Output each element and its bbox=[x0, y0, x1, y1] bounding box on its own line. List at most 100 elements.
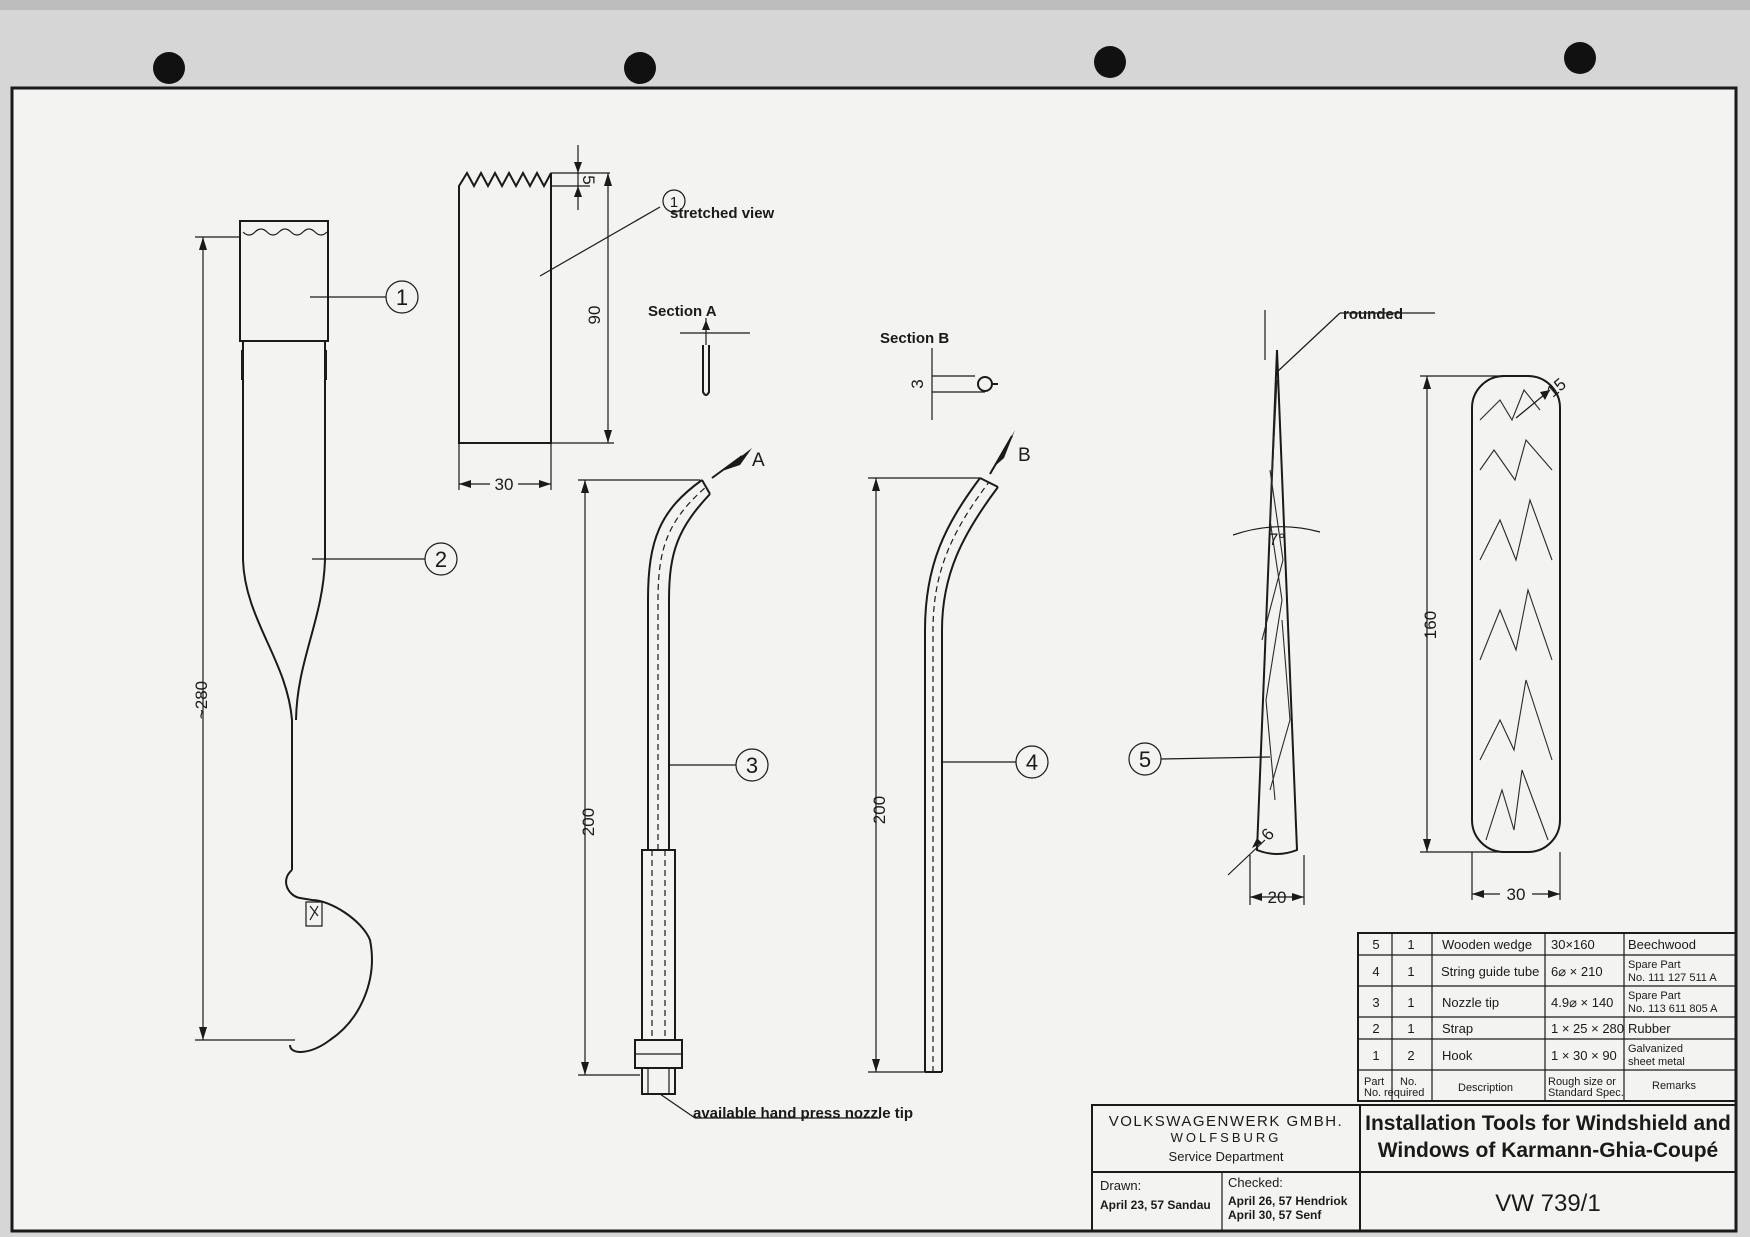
strap-length-label: ~280 bbox=[192, 681, 211, 719]
svg-text:6⌀ × 210: 6⌀ × 210 bbox=[1551, 964, 1603, 979]
svg-text:1: 1 bbox=[1372, 1048, 1379, 1063]
svg-text:5: 5 bbox=[1372, 937, 1379, 952]
drawn-label: Drawn: bbox=[1100, 1178, 1141, 1193]
rounded-label: rounded bbox=[1343, 306, 1403, 323]
section-b: Section B 3 bbox=[880, 330, 998, 420]
wedge-face-width-dimension: 30 bbox=[1471, 852, 1561, 904]
arrow-a-label: A bbox=[752, 450, 765, 471]
nozzle-tip-view: A bbox=[634, 448, 765, 1095]
nozzle-length-dimension: 200 bbox=[578, 479, 700, 1076]
table-row: 5 1 Wooden wedge 30×160 Beechwood bbox=[1372, 937, 1696, 952]
svg-text:30×160: 30×160 bbox=[1551, 937, 1595, 952]
table-row: 4 1 String guide tube 6⌀ × 210 Spare Par… bbox=[1372, 959, 1717, 984]
svg-text:3: 3 bbox=[908, 379, 927, 388]
drawing-number: VW 739/1 bbox=[1495, 1190, 1600, 1217]
svg-text:5: 5 bbox=[579, 175, 598, 184]
svg-text:Spare Part: Spare Part bbox=[1628, 990, 1681, 1002]
svg-text:Standard Spec.: Standard Spec. bbox=[1548, 1087, 1624, 1099]
wooden-wedge-face-view bbox=[1471, 375, 1561, 853]
svg-text:1: 1 bbox=[1407, 995, 1414, 1010]
arrow-b-label: B bbox=[1018, 445, 1031, 466]
company-name: VOLKSWAGENWERK GMBH. bbox=[1109, 1113, 1343, 1130]
tube-length-dimension: 200 bbox=[868, 477, 980, 1073]
svg-text:2: 2 bbox=[1372, 1021, 1379, 1036]
svg-text:Nozzle tip: Nozzle tip bbox=[1442, 995, 1499, 1010]
svg-text:sheet metal: sheet metal bbox=[1628, 1056, 1685, 1068]
svg-text:90: 90 bbox=[585, 306, 604, 325]
tooth-height-dimension: 5 bbox=[551, 145, 610, 210]
table-row: 2 1 Strap 1 × 25 × 280 Rubber bbox=[1372, 1021, 1671, 1036]
section-a-label: Section A bbox=[648, 303, 717, 320]
checked-value-1: April 26, 57 Hendriok bbox=[1228, 1194, 1348, 1208]
svg-text:Remarks: Remarks bbox=[1652, 1080, 1697, 1092]
svg-text:30: 30 bbox=[495, 475, 514, 494]
svg-text:4: 4 bbox=[1026, 750, 1038, 775]
svg-text:Beechwood: Beechwood bbox=[1628, 937, 1696, 952]
string-guide-tube-view: B bbox=[924, 430, 1031, 1073]
drawing-title-line-2: Windows of Karmann-Ghia-Coupé bbox=[1378, 1139, 1718, 1162]
svg-text:2: 2 bbox=[435, 547, 447, 572]
svg-text:Description: Description bbox=[1458, 1082, 1513, 1094]
title-block: VOLKSWAGENWERK GMBH. WOLFSBURG Service D… bbox=[1091, 1104, 1737, 1232]
callout-part-4: 4 bbox=[942, 745, 1049, 779]
company-city: WOLFSBURG bbox=[1171, 1130, 1282, 1145]
nozzle-note: available hand press nozzle tip bbox=[659, 1093, 913, 1122]
stretched-view-label: stretched view bbox=[670, 205, 775, 222]
callout-part-5: 5 bbox=[1128, 742, 1271, 776]
hook-stretched-view: 1 stretched view bbox=[458, 170, 775, 444]
svg-text:Strap: Strap bbox=[1442, 1021, 1473, 1036]
svg-text:20: 20 bbox=[1268, 888, 1287, 907]
svg-text:1: 1 bbox=[1407, 937, 1414, 952]
wooden-wedge-side-view: 7° rounded 6 bbox=[1227, 306, 1435, 876]
wedge-length-dimension: 160 bbox=[1420, 375, 1500, 853]
nozzle-note-label: available hand press nozzle tip bbox=[693, 1105, 913, 1122]
table-header: Part No. No. required Description Rough … bbox=[1364, 1076, 1697, 1099]
checked-label: Checked: bbox=[1228, 1175, 1283, 1190]
svg-text:No.: No. bbox=[1400, 1076, 1417, 1088]
svg-text:No. 111 127 511 A: No. 111 127 511 A bbox=[1628, 972, 1717, 984]
svg-text:Spare Part: Spare Part bbox=[1628, 959, 1681, 971]
strap-length-dimension: ~280 bbox=[192, 236, 295, 1041]
svg-text:1: 1 bbox=[1407, 964, 1414, 979]
svg-text:Part: Part bbox=[1364, 1076, 1384, 1088]
drawn-value: April 23, 57 Sandau bbox=[1100, 1198, 1211, 1212]
table-row: 3 1 Nozzle tip 4.9⌀ × 140 Spare Part No.… bbox=[1372, 990, 1718, 1015]
wedge-width-dimension: 20 bbox=[1249, 855, 1305, 907]
checked-value-2: April 30, 57 Senf bbox=[1228, 1208, 1322, 1222]
svg-text:200: 200 bbox=[870, 796, 889, 824]
punch-holes bbox=[153, 42, 1596, 84]
svg-text:5: 5 bbox=[1139, 747, 1151, 772]
table-row: 1 2 Hook 1 × 30 × 90 Galvanized sheet me… bbox=[1372, 1043, 1684, 1068]
svg-text:No. 113 611 805 A: No. 113 611 805 A bbox=[1628, 1003, 1718, 1015]
department: Service Department bbox=[1169, 1149, 1284, 1164]
section-a: Section A bbox=[648, 303, 750, 396]
drawing-title-line-1: Installation Tools for Windshield and bbox=[1365, 1112, 1731, 1135]
svg-text:Hook: Hook bbox=[1442, 1048, 1473, 1063]
svg-text:No.: No. bbox=[1364, 1087, 1381, 1099]
svg-text:160: 160 bbox=[1421, 611, 1440, 639]
svg-text:1 × 30 × 90: 1 × 30 × 90 bbox=[1551, 1048, 1617, 1063]
hook-width-dimension: 30 bbox=[458, 443, 552, 494]
svg-text:Wooden wedge: Wooden wedge bbox=[1442, 937, 1532, 952]
svg-text:2: 2 bbox=[1407, 1048, 1414, 1063]
section-b-label: Section B bbox=[880, 330, 949, 347]
parts-list-table: 5 1 Wooden wedge 30×160 Beechwood 4 1 St… bbox=[1357, 932, 1737, 1102]
callout-part-3: 3 bbox=[669, 748, 769, 782]
callout-part-2: 2 bbox=[312, 542, 458, 576]
hook-height-dimension: 90 bbox=[551, 173, 614, 444]
drawing-border bbox=[10, 86, 1738, 1233]
svg-text:1: 1 bbox=[1407, 1021, 1414, 1036]
svg-text:Galvanized: Galvanized bbox=[1628, 1043, 1683, 1055]
svg-text:3: 3 bbox=[746, 753, 758, 778]
svg-text:30: 30 bbox=[1507, 885, 1526, 904]
svg-text:Rough size or: Rough size or bbox=[1548, 1076, 1616, 1088]
svg-text:4.9⌀ × 140: 4.9⌀ × 140 bbox=[1551, 995, 1613, 1010]
svg-text:200: 200 bbox=[579, 808, 598, 836]
svg-text:required: required bbox=[1384, 1087, 1424, 1099]
svg-text:Rubber: Rubber bbox=[1628, 1021, 1671, 1036]
svg-text:3: 3 bbox=[1372, 995, 1379, 1010]
svg-text:1 × 25 × 280: 1 × 25 × 280 bbox=[1551, 1021, 1624, 1036]
svg-text:1: 1 bbox=[396, 285, 408, 310]
svg-text:String guide tube: String guide tube bbox=[1441, 964, 1539, 979]
